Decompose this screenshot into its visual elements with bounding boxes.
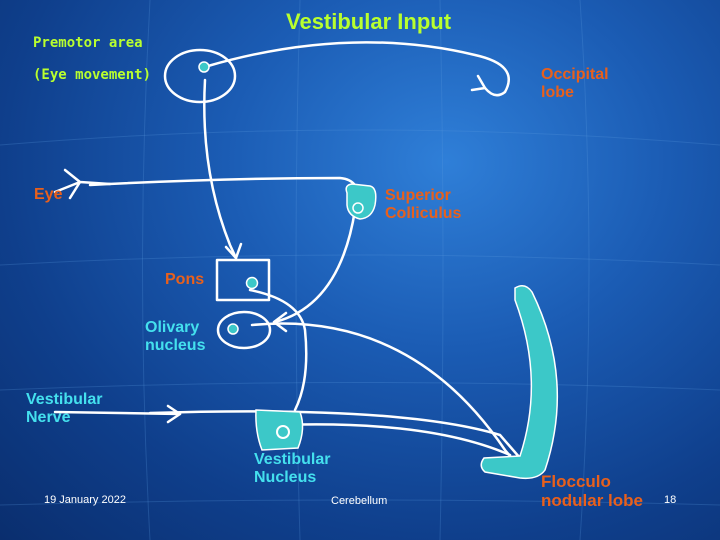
vestibular-nerve-arrowhead bbox=[166, 404, 182, 424]
olivary-arrowhead bbox=[272, 311, 288, 333]
flocculonodular-lobe-label: Flocculo nodular lobe bbox=[541, 472, 643, 510]
olivary-nucleus-label: Olivary nucleus bbox=[145, 319, 205, 354]
flocculonodular-lobe-shape bbox=[480, 285, 559, 480]
pons-to-vestibular-nucleus-pathway bbox=[248, 288, 308, 412]
pons-label: Pons bbox=[165, 271, 205, 288]
nucleus-to-flocculus-pathway bbox=[278, 423, 512, 457]
olivary-nucleus-line-2: nucleus bbox=[145, 336, 206, 354]
vestibular-nerve-label: Vestibular Nerve bbox=[26, 391, 102, 426]
superior-colliculus-line-2: Colliculus bbox=[385, 204, 462, 222]
pons-arrowhead bbox=[224, 242, 243, 260]
premotor-area-circle bbox=[163, 48, 237, 104]
nerve-to-flocculus-pathway bbox=[148, 410, 522, 460]
eye-label: Eye bbox=[34, 186, 63, 203]
olivary-to-flocculus-pathway bbox=[250, 322, 517, 464]
vestibular-nucleus-ring bbox=[276, 425, 290, 439]
olivary-nucleus-line-1: Olivary bbox=[145, 319, 200, 336]
colliculus-to-olivary-pathway bbox=[273, 208, 357, 324]
premotor-node bbox=[198, 61, 210, 73]
flocculonodular-line-1: Flocculo bbox=[541, 472, 611, 491]
superior-colliculus-line-1: Superior bbox=[385, 187, 451, 204]
pons-box bbox=[215, 258, 271, 302]
superior-colliculus-shape bbox=[345, 183, 377, 220]
vestibular-nucleus-line-2: Nucleus bbox=[254, 468, 317, 486]
premotor-area-label: Premotor area bbox=[33, 35, 143, 51]
olivary-nucleus-circle bbox=[216, 310, 272, 350]
occipital-lobe-label: Occipital lobe bbox=[541, 66, 609, 101]
vestibular-nucleus-shape bbox=[255, 409, 304, 451]
footer-date: 19 January 2022 bbox=[44, 494, 126, 506]
page-number: 18 bbox=[664, 494, 677, 506]
flocculonodular-line-2: nodular lobe bbox=[541, 490, 643, 510]
premotor-to-occipital-pathway bbox=[206, 41, 510, 97]
premotor-to-pons-pathway bbox=[203, 78, 238, 260]
occipital-lobe-line-2: lobe bbox=[541, 83, 574, 101]
eye-to-colliculus-pathway bbox=[88, 176, 360, 207]
vestibular-nucleus-label: Vestibular Nucleus bbox=[254, 451, 330, 486]
eye-movement-label: (Eye movement) bbox=[33, 67, 152, 83]
occipital-arrowhead bbox=[470, 74, 487, 92]
olivary-node bbox=[227, 323, 239, 335]
superior-colliculus-label: Superior Colliculus bbox=[385, 187, 461, 222]
vestibular-nerve-line-2: Nerve bbox=[26, 408, 71, 426]
vestibular-nerve-line-1: Vestibular bbox=[26, 391, 103, 408]
pons-node bbox=[245, 276, 259, 290]
occipital-lobe-line-1: Occipital bbox=[541, 66, 609, 83]
cerebellum-label: Cerebellum bbox=[331, 495, 388, 507]
vestibular-nucleus-line-1: Vestibular bbox=[254, 451, 331, 468]
slide-title: Vestibular Input bbox=[286, 9, 452, 34]
eye-fork bbox=[53, 168, 112, 200]
colliculus-node bbox=[352, 202, 364, 214]
